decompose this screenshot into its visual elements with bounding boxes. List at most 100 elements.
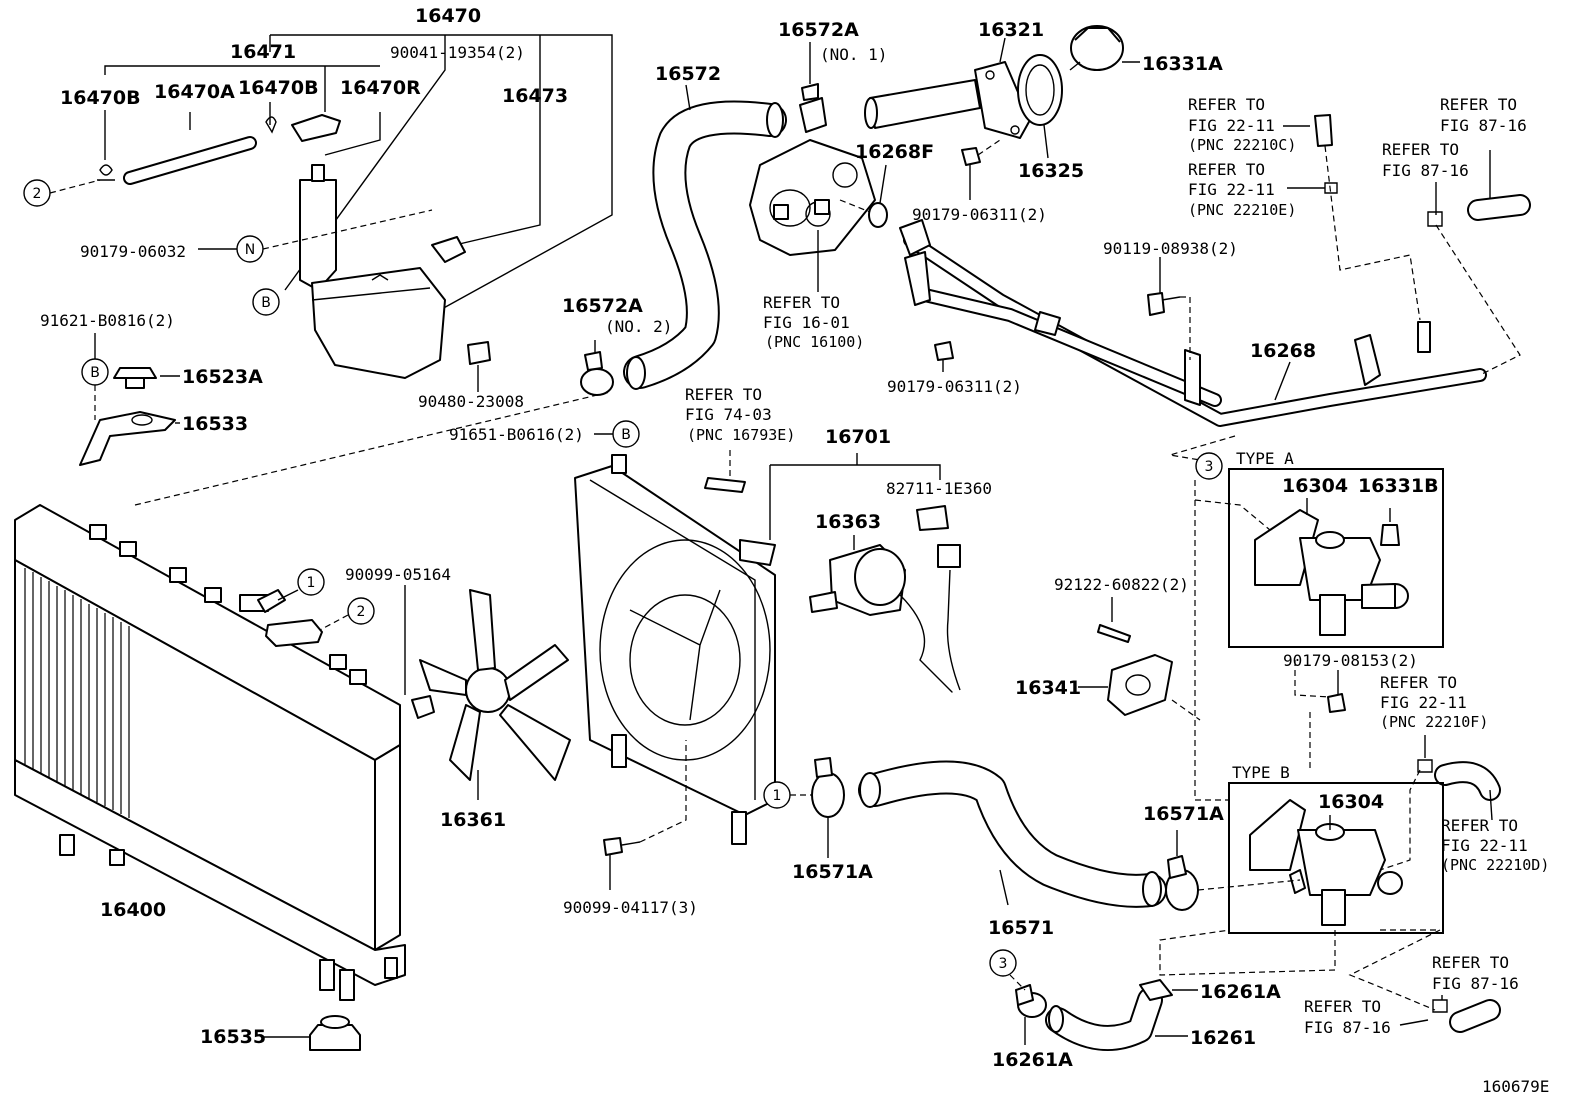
label-90179-06311-a: 90179-06311(2) [912,205,1047,224]
ref-16-01-line2: FIG 16-01 [763,313,850,332]
gasket-16325 [1017,54,1063,126]
label-16572a-mid: 16572A [562,295,643,317]
label-16470b-2: 16470B [238,77,319,99]
reservoir-cap-16470r [291,114,341,142]
ref-22-11-d-line2: FIG 22-11 [1441,836,1528,855]
ref-22-11-f-line3: (PNC 22210F) [1380,713,1488,731]
label-16304-b: 16304 [1318,791,1384,813]
ref-74-03-line2: FIG 74-03 [685,405,772,424]
ref-87-16-c-line2: FIG 87-16 [1432,974,1519,993]
bolt-90099-04117 [603,837,623,856]
label-16571a-right: 16571A [1143,803,1224,825]
ref-87-16-c-line1: REFER TO [1432,953,1509,972]
marker-b-left: B [90,365,100,381]
radiator-16400 [14,504,406,1001]
ref-16-01-line3: (PNC 16100) [765,333,864,351]
lower-hose-16571 [858,760,1167,908]
bracket-16533 [79,411,180,466]
refer-to-labels: REFER TO FIG 16-01 (PNC 16100) REFER TO … [685,95,1549,1037]
type-a-box [1228,468,1444,648]
ref-22-11-c-line1: REFER TO [1188,95,1265,114]
label-16473: 16473 [502,85,568,107]
label-16701: 16701 [825,426,891,448]
figure-id: 160679E [1482,1077,1549,1096]
clamp-16572a-no1 [799,42,827,133]
ref-74-03-line1: REFER TO [685,385,762,404]
label-16470b-1: 16470B [60,87,141,109]
label-90099-04117: 90099-04117(3) [563,898,698,917]
label-16471: 16471 [230,41,296,63]
marker-3-typea: 3 [1205,459,1214,475]
water-inlet-16321 [864,37,1031,139]
label-90179-08153: 90179-08153(2) [1283,651,1418,670]
clamp-16572a-no2 [580,340,614,396]
label-16321: 16321 [978,19,1044,41]
ref-22-11-d-line3: (PNC 22210D) [1441,856,1549,874]
label-16261: 16261 [1190,1027,1256,1049]
label-16470a: 16470A [154,81,235,103]
label-91651-b0616: 91651-B0616(2) [449,425,584,444]
label-16341: 16341 [1015,677,1081,699]
water-outlet-16304-type-a [1254,498,1409,636]
ref-87-16-a-line2: FIG 87-16 [1382,161,1469,180]
nut-90179-08153 [1327,693,1346,713]
ref-87-16-a-line1: REFER TO [1382,140,1459,159]
label-16363: 16363 [815,511,881,533]
o-ring-16268f [868,202,888,228]
upper-hose-16572 [623,84,787,390]
water-outlet-16304-type-b [1249,799,1403,926]
label-16533: 16533 [182,413,248,435]
label-16470r: 16470R [340,77,421,99]
left-markers: 2 N B B [23,179,433,420]
label-90041-19354: 90041-19354(2) [390,43,525,62]
label-92122-60822: 92122-60822(2) [1054,575,1189,594]
marker-2-cap: 2 [357,604,366,620]
radiator-cap [265,619,323,647]
label-type-b: TYPE B [1232,763,1290,782]
marker-n: N [245,242,255,258]
ref-74-03-line3: (PNC 16793E) [687,426,795,444]
hose-stub-22210c [1314,114,1333,147]
thermostat-16331a [1069,25,1140,71]
label-90179-06311-b: 90179-06311(2) [887,377,1022,396]
clamp-16571a-mid [811,757,845,858]
decal-16793e [704,477,746,493]
label-91621-b0816: 91621-B0816(2) [40,311,175,330]
bolt-90119-08938 [1147,292,1165,316]
ref-16-01-line1: REFER TO [763,293,840,312]
label-90119-08938: 90119-08938(2) [1103,239,1238,258]
ref-87-16-d-line1: REFER TO [1304,997,1381,1016]
ref-87-16-b-line1: REFER TO [1440,95,1517,114]
overflow-hose-16470a [123,136,257,185]
label-90099-05164: 90099-05164 [345,565,451,584]
ref-87-16-d-line2: FIG 87-16 [1304,1018,1391,1037]
label-16331a: 16331A [1142,53,1223,75]
label-no1: (NO. 1) [820,45,887,64]
clip-87-16-a [1427,211,1443,227]
reservoir-tank-16473 [311,267,446,379]
clamp-16571a-right [1165,830,1199,911]
label-16470: 16470 [415,5,481,27]
label-16400: 16400 [100,899,166,921]
ref-22-11-f-line1: REFER TO [1380,673,1457,692]
marker-1-cap: 1 [307,575,316,591]
clip-22210e [1324,182,1338,194]
label-16572a-top: 16572A [778,19,859,41]
part-number-labels: 16470 16471 90041-19354(2) 16470B 16470A… [40,5,1549,1096]
ref-87-16-b-line2: FIG 87-16 [1440,116,1527,135]
hose-clip-16470b [97,164,115,181]
type-b-box [1228,782,1444,934]
nut-90179-06311-mid [934,341,954,361]
label-16325: 16325 [1018,160,1084,182]
water-pump-area [749,139,876,292]
ref-22-11-e-line2: FIG 22-11 [1188,180,1275,199]
sensor-16331b [1380,524,1400,546]
label-16261a-right: 16261A [1200,981,1281,1003]
label-16268f: 16268F [855,141,934,163]
marker-b-mid: B [621,427,631,443]
fan-motor-16363 [809,505,961,693]
clip-87-16-c [1432,999,1448,1013]
label-90179-06032: 90179-06032 [80,242,186,261]
ref-22-11-f-line2: FIG 22-11 [1380,693,1467,712]
